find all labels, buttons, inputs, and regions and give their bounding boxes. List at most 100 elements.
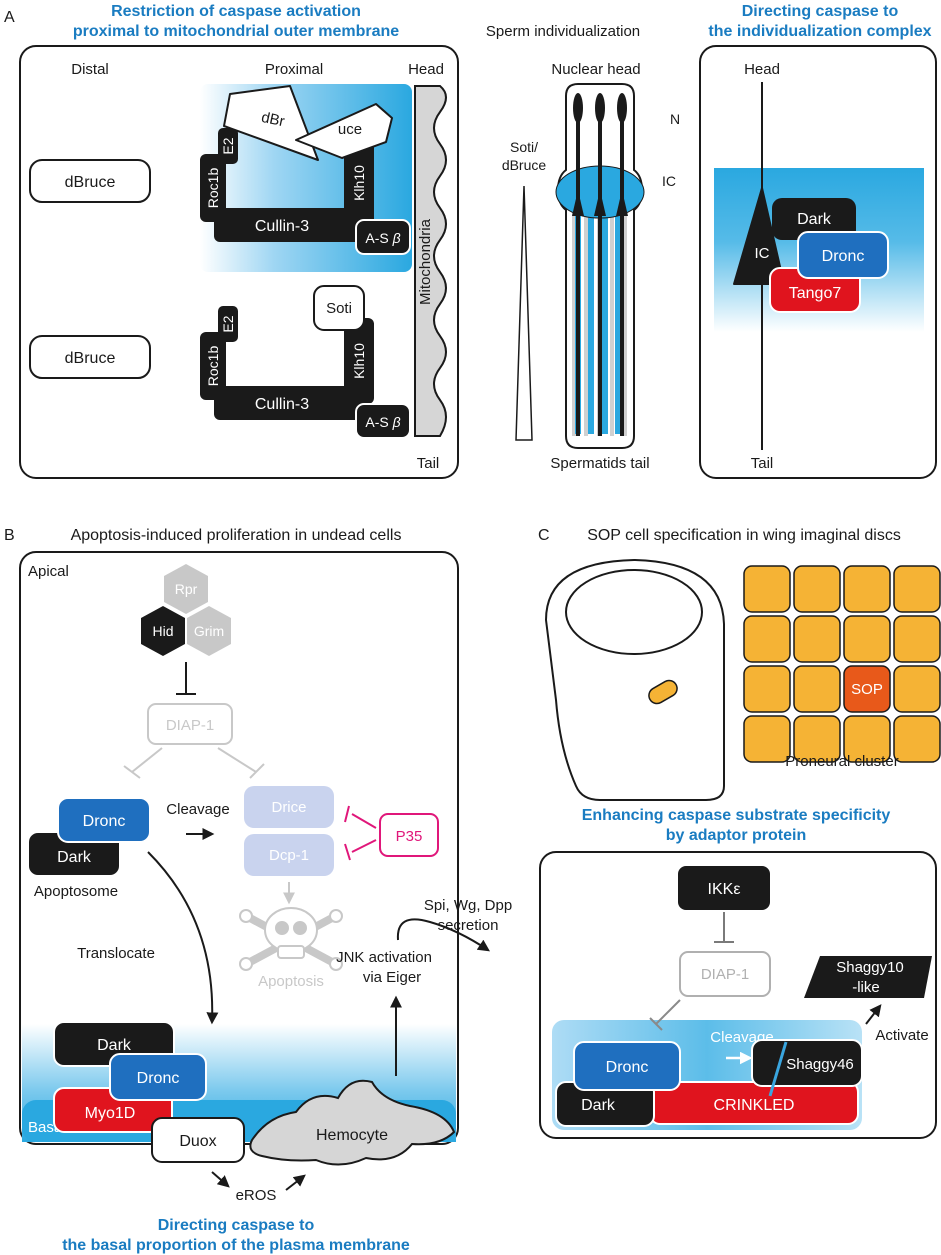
diap1-b xyxy=(147,703,233,745)
a3-head-label: Head xyxy=(744,61,780,78)
panel-c-letter: C xyxy=(538,527,550,544)
panel-b-title: Apoptosis-induced proliferation in undea… xyxy=(71,527,402,544)
p35-inhibit-drice-bar xyxy=(344,805,350,823)
p35-inhibit-dcp1 xyxy=(351,839,377,853)
grim-label: Grim xyxy=(194,623,224,639)
dark-c-label: Dark xyxy=(581,1097,616,1114)
panel-a-letter: A xyxy=(4,9,15,26)
diap1-b-label: DIAP-1 xyxy=(166,717,214,734)
label-mitochondria: Mitochondria xyxy=(417,218,434,305)
panel-c-heading-1: Enhancing caspase substrate specificity xyxy=(582,807,891,824)
activate-arrow xyxy=(865,1004,882,1025)
dark-a3-label: Dark xyxy=(797,211,832,228)
panel-a3-heading-1: Directing caspase to xyxy=(742,3,899,20)
dark-a3 xyxy=(772,198,856,240)
label-tail: Tail xyxy=(417,455,440,472)
jnk-label-2: via Eiger xyxy=(363,969,421,986)
mitochondria-membrane xyxy=(414,85,447,437)
duox-box xyxy=(151,1117,245,1163)
shaggy46-box xyxy=(751,1039,863,1087)
inhibit-drice-bar xyxy=(249,763,265,779)
drice-label: Drice xyxy=(271,799,306,816)
panel-a3-heading-2: the individualization complex xyxy=(708,23,931,40)
nuclei xyxy=(572,93,628,436)
p35-label: P35 xyxy=(396,828,423,845)
panel-a-heading-1: Restriction of caspase activation xyxy=(111,3,361,20)
p35-inhibit-drice xyxy=(351,813,377,829)
roc1b-label-top: Roc1b xyxy=(205,168,221,209)
cleavage-b-label: Cleavage xyxy=(166,801,229,818)
p35-box xyxy=(379,813,439,857)
diap1-c-label: DIAP-1 xyxy=(701,966,749,983)
cullin3-bottom xyxy=(214,386,370,420)
panel-c-heading-2: by adaptor protein xyxy=(666,827,806,844)
klh10-label-bottom: Klh10 xyxy=(351,343,367,379)
klh10-label-top: Klh10 xyxy=(351,165,367,201)
grim-hexagon xyxy=(187,606,231,656)
asb-label-top: A-S β xyxy=(365,230,400,246)
crinkled-label: CRINKLED xyxy=(714,1097,795,1114)
label-distal: Distal xyxy=(71,61,109,78)
label-ic-sperm: IC xyxy=(662,173,676,189)
panel-b-letter: B xyxy=(4,527,15,544)
eros-hemocyte-arrow xyxy=(285,1174,306,1191)
sperm-title: Sperm individualization xyxy=(486,23,640,40)
proneural-cell xyxy=(743,565,791,613)
nuclear-head-label: Nuclear head xyxy=(551,61,640,78)
dcp1-label: Dcp-1 xyxy=(269,847,309,864)
panel-b-bottom-2: the basal proportion of the plasma membr… xyxy=(62,1237,410,1254)
e2-bottom xyxy=(218,306,238,342)
spi-label-2: secretion xyxy=(438,917,499,934)
e2-label-top: E2 xyxy=(220,137,236,154)
dark-basal-label: Dark xyxy=(97,1037,132,1054)
proneural-cell xyxy=(793,715,841,763)
panel-a3-frame xyxy=(699,45,937,479)
inhibit-dronc-line xyxy=(131,747,163,773)
klh10-bottom xyxy=(344,318,374,404)
hemocyte-cell xyxy=(249,1079,456,1166)
proneural-cell xyxy=(793,565,841,613)
proneural-cell xyxy=(743,715,791,763)
dronc-c-label: Dronc xyxy=(606,1059,649,1076)
cleavage-site-marker xyxy=(768,1041,788,1097)
dronc-b-apoptosome xyxy=(57,797,151,843)
roc1b-bottom xyxy=(200,332,226,400)
proneural-cell xyxy=(843,565,891,613)
translocate-arrow xyxy=(147,851,219,1025)
shaggy10-label-1: Shaggy10 xyxy=(836,959,904,976)
dbruce-cleaved-fragment-2 xyxy=(295,103,393,159)
rpr-label: Rpr xyxy=(175,581,198,597)
e2-top xyxy=(218,128,238,164)
proneural-cluster-grid: SOP xyxy=(743,565,941,763)
dronc-basal xyxy=(109,1053,207,1101)
soti-box xyxy=(313,285,365,331)
dronc-basal-label: Dronc xyxy=(137,1070,180,1087)
proneural-cell xyxy=(793,665,841,713)
rpr-hexagon xyxy=(164,564,208,614)
uce-label: uce xyxy=(338,121,362,138)
wing-disc-pouch xyxy=(565,569,703,655)
dronc-a3-label: Dronc xyxy=(822,248,865,265)
secretion-arrow xyxy=(396,918,490,952)
dronc-c xyxy=(573,1041,681,1091)
panel-a1-frame xyxy=(19,45,459,479)
panel-b: B Apoptosis-induced proliferation in und… xyxy=(4,527,512,1254)
ic-cone-label: IC xyxy=(755,245,770,262)
asb-label-bottom: A-S β xyxy=(365,414,400,430)
panel-b-bottom-1: Directing caspase to xyxy=(158,1217,315,1234)
e2-label-bottom: E2 xyxy=(220,315,236,332)
proneural-cell xyxy=(843,715,891,763)
dcp1-box xyxy=(244,834,334,876)
spermatids-tail-label: Spermatids tail xyxy=(550,455,649,472)
dbr-label: dBr xyxy=(260,109,286,130)
dark-b-label: Dark xyxy=(57,849,92,866)
proneural-cell xyxy=(743,665,791,713)
proneural-label: Proneural cluster xyxy=(785,753,898,770)
dbruce-distal-top xyxy=(29,159,151,203)
apical-label: Apical xyxy=(28,563,69,580)
diap1-inhibit-bar xyxy=(649,1017,663,1031)
hid-label: Hid xyxy=(152,623,173,639)
roc1b-top xyxy=(200,154,226,222)
dbruce-cleaved-fragment-1 xyxy=(223,85,319,161)
label-head: Head xyxy=(408,61,444,78)
